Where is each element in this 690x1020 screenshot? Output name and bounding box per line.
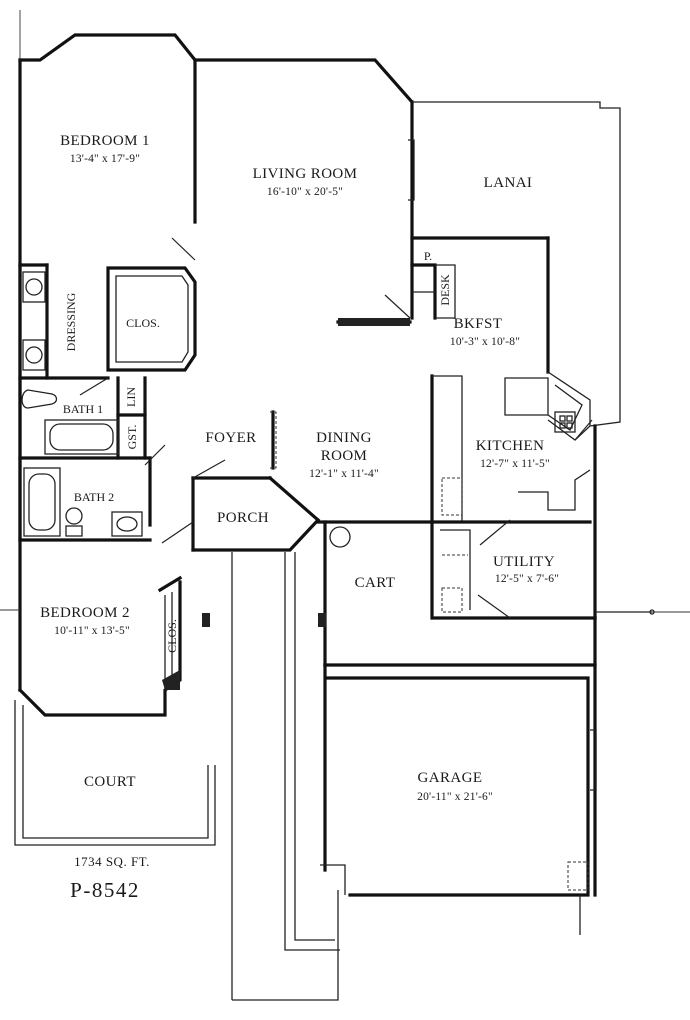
bkfst-dims: 10'-3" x 10'-8" xyxy=(450,336,520,348)
living-room-dims: 16'-10" x 20'-5" xyxy=(267,186,343,198)
dining-name-line2: ROOM xyxy=(321,448,368,464)
interior-walls xyxy=(18,101,621,897)
closet2-name: CLOS. xyxy=(165,619,179,653)
dining-name: DINING xyxy=(316,430,372,446)
bedroom1-name: BEDROOM 1 xyxy=(60,133,150,149)
bedroom2-name: BEDROOM 2 xyxy=(40,605,130,621)
garage-dims: 20'-11" x 21'-6" xyxy=(417,791,493,803)
bkfst-name: BKFST xyxy=(454,316,503,332)
court-name: COURT xyxy=(84,774,136,790)
bedroom2-dims: 10'-11" x 13'-5" xyxy=(54,625,130,637)
garage-name: GARAGE xyxy=(418,770,483,786)
fixtures xyxy=(21,139,576,627)
bath1-name: BATH 1 xyxy=(63,402,103,416)
foyer-name: FOYER xyxy=(205,430,256,446)
kitchen-dims: 12'-7" x 11'-5" xyxy=(480,458,550,470)
utility-dims: 12'-5" x 7'-6" xyxy=(495,573,559,585)
plan-info: 1734 SQ. FT. P-8542 xyxy=(70,854,150,902)
door-swings xyxy=(79,237,593,619)
lanai-name: LANAI xyxy=(484,175,533,191)
bedroom1-dims: 13'-4" x 17'-9" xyxy=(70,153,140,165)
cart-name: CART xyxy=(355,575,396,591)
linen-name: LIN xyxy=(124,387,138,407)
dressing-name: DRESSING xyxy=(64,292,78,351)
porch-name: PORCH xyxy=(217,510,269,526)
guest-closet-name: GST. xyxy=(125,425,139,450)
utility-name: UTILITY xyxy=(493,554,555,570)
room-labels: BEDROOM 1 13'-4" x 17'-9" LIVING ROOM 16… xyxy=(40,133,559,803)
bath2-name: BATH 2 xyxy=(74,490,114,504)
desk-name: DESK xyxy=(438,274,452,306)
closet1-name: CLOS. xyxy=(126,316,160,330)
living-room-name: LIVING ROOM xyxy=(253,166,358,182)
court-and-walkways xyxy=(14,10,690,1001)
kitchen-name: KITCHEN xyxy=(476,438,545,454)
pantry-name: P. xyxy=(424,249,432,263)
square-footage: 1734 SQ. FT. xyxy=(74,854,150,869)
plan-number: P-8542 xyxy=(70,878,140,902)
dining-dims: 12'-1" x 11'-4" xyxy=(309,468,379,480)
